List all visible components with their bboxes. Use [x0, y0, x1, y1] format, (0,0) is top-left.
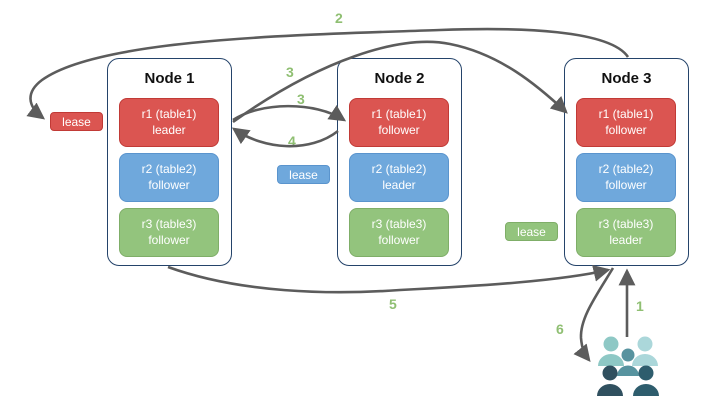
lease-label-r2: lease: [277, 165, 330, 184]
node-1-title: Node 1: [144, 70, 195, 87]
replica-role: leader: [609, 232, 643, 247]
replica-role: follower: [605, 122, 647, 137]
step-label-6: 6: [556, 321, 564, 337]
node-2-r2-block: r2 (table2) leader: [349, 153, 449, 202]
node-2-box: Node 2 r1 (table1) follower r2 (table2) …: [337, 58, 462, 266]
node-3-box: Node 3 r1 (table1) follower r2 (table2) …: [564, 58, 689, 266]
node-2-title: Node 2: [374, 70, 425, 87]
replica-name: r1 (table1): [598, 106, 654, 121]
replica-role: leader: [382, 177, 416, 192]
step-label-3b: 3: [297, 91, 305, 107]
replica-role: leader: [152, 122, 186, 137]
step-label-3a: 3: [286, 64, 294, 80]
node-3-r1-block: r1 (table1) follower: [576, 98, 676, 147]
replica-name: r3 (table3): [141, 216, 197, 231]
replica-role: follower: [378, 232, 420, 247]
arrow-step-4: [231, 127, 339, 148]
node-1-r2-block: r2 (table2) follower: [119, 153, 219, 202]
replica-name: r2 (table2): [141, 161, 197, 176]
replica-name: r3 (table3): [598, 216, 654, 231]
step-label-5: 5: [389, 296, 397, 312]
replica-role: follower: [148, 232, 190, 247]
node-1-box: Node 1 r1 (table1) leader r2 (table2) fo…: [107, 58, 232, 266]
replica-name: r3 (table3): [371, 216, 427, 231]
step-label-2: 2: [335, 10, 343, 26]
replica-role: follower: [378, 122, 420, 137]
node-1-r1-block: r1 (table1) leader: [119, 98, 219, 147]
node-2-r1-block: r1 (table1) follower: [349, 98, 449, 147]
replica-name: r2 (table2): [598, 161, 654, 176]
node-3-r2-block: r2 (table2) follower: [576, 153, 676, 202]
replica-name: r1 (table1): [141, 106, 197, 121]
arrow-step-5: [167, 264, 611, 294]
node-1-r3-block: r3 (table3) follower: [119, 208, 219, 257]
lease-label-r3: lease: [505, 222, 558, 241]
users-icon: [597, 336, 659, 396]
node-3-title: Node 3: [601, 70, 652, 87]
step-label-4: 4: [288, 133, 296, 149]
step-label-1: 1: [636, 298, 644, 314]
lease-label-r1: lease: [50, 112, 103, 131]
node-2-r3-block: r3 (table3) follower: [349, 208, 449, 257]
replica-role: follower: [605, 177, 647, 192]
replica-role: follower: [148, 177, 190, 192]
replica-name: r2 (table2): [371, 161, 427, 176]
replica-name: r1 (table1): [371, 106, 427, 121]
node-3-r3-block: r3 (table3) leader: [576, 208, 676, 257]
arrow-step-3-to-node2: [232, 104, 347, 122]
